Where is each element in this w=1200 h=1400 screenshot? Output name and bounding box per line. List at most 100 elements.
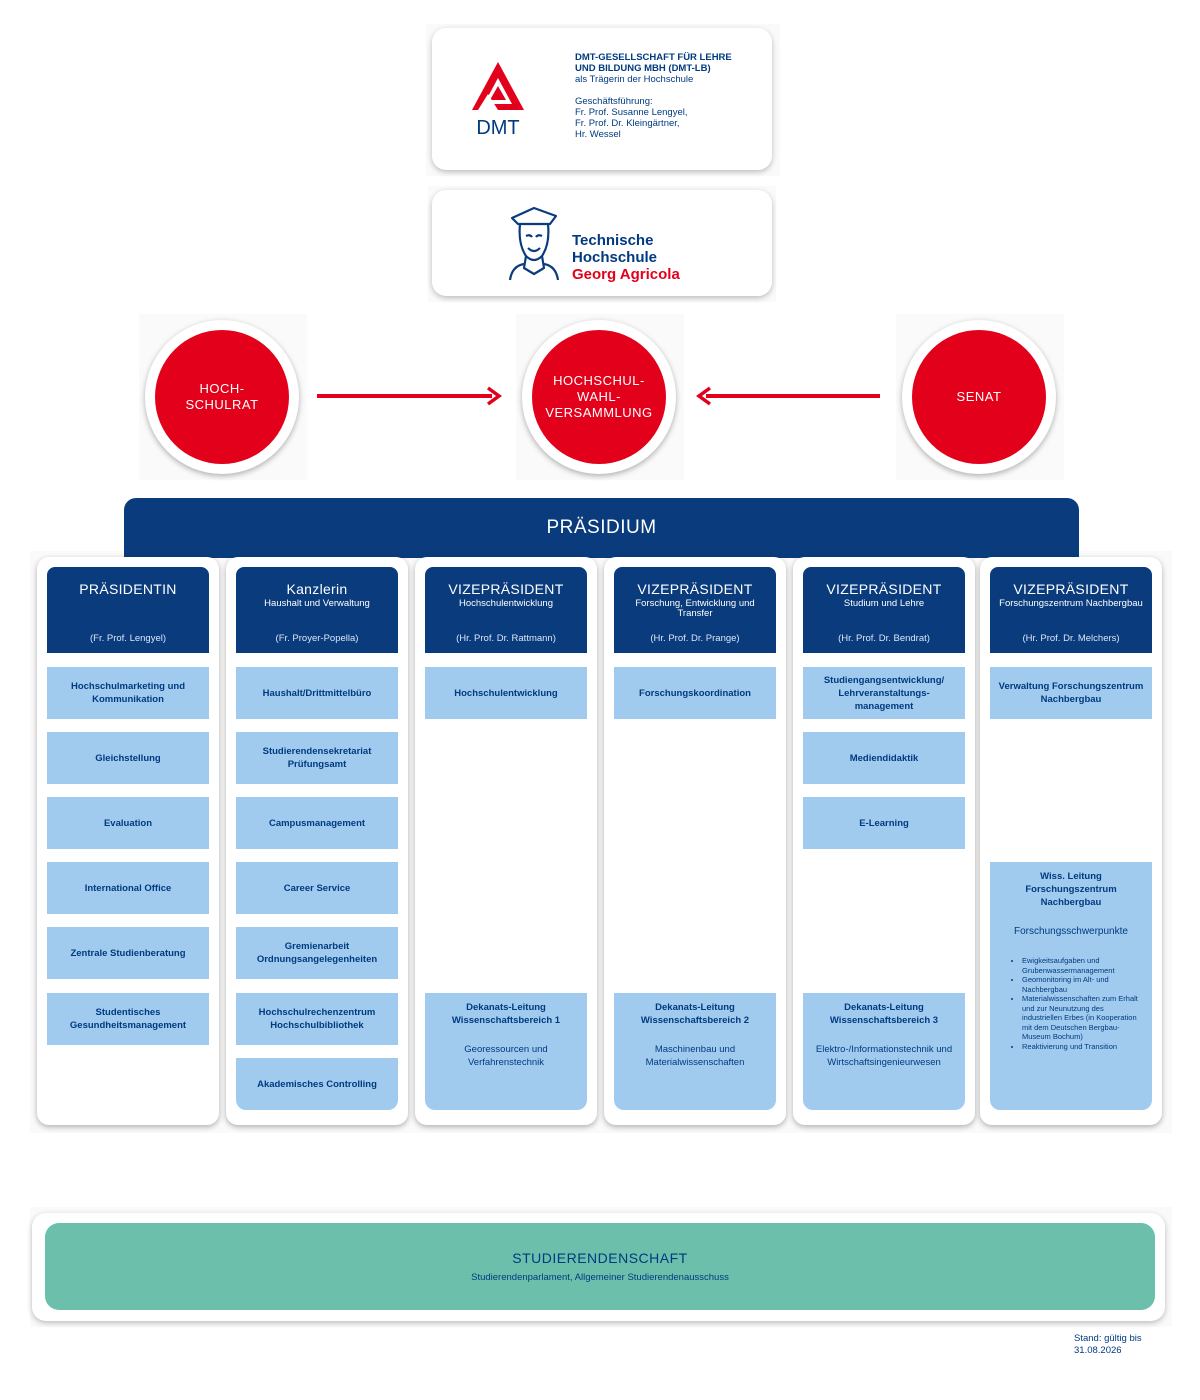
unit-box: International Office — [47, 862, 209, 914]
praesidium-header: PRÄSIDIUM — [124, 498, 1079, 558]
dmt-logo-icon: DMT — [472, 62, 524, 138]
thga-wordmark: Technische Hochschule Georg Agricola — [572, 232, 680, 283]
arrow-right-to-center — [706, 394, 880, 398]
research-focus-list: Ewigkeitsaufgaben und Grubenwassermanage… — [1012, 956, 1144, 1051]
list-item: Materialwissenschaften zum Erhalt und zu… — [1022, 994, 1144, 1042]
dmt-card: DMT DMT-GESELLSCHAFT FÜR LEHRE UND BILDU… — [432, 28, 772, 170]
unit-box: Akademisches Controlling — [236, 1058, 398, 1110]
studierendenschaft-card: STUDIERENDENSCHAFT Studierendenparlament… — [32, 1213, 1165, 1321]
column-title: VIZEPRÄSIDENT — [1013, 581, 1129, 597]
column-title: PRÄSIDENTIN — [79, 581, 177, 597]
thga-name2: Hochschule — [572, 249, 658, 266]
wiss-leitung-box: Wiss. Leitung Forschungszentrum Nachberg… — [990, 862, 1152, 1110]
column-subtitle: Forschung, Entwicklung und Transfer — [635, 598, 755, 619]
dmt-gf2: Fr. Prof. Dr. Kleingärtner, — [575, 118, 680, 129]
dmt-logo-text: DMT — [476, 117, 519, 138]
thga-card: Technische Hochschule Georg Agricola — [432, 190, 772, 296]
dmt-gf3: Hr. Wessel — [575, 129, 621, 140]
column-vp-hochschulentwicklung: VIZEPRÄSIDENT Hochschulentwicklung (Hr. … — [415, 557, 597, 1125]
column-subtitle: Haushalt und Verwaltung — [264, 598, 370, 609]
column-vp-studium-lehre: VIZEPRÄSIDENT Studium und Lehre (Hr. Pro… — [793, 557, 975, 1125]
column-title: VIZEPRÄSIDENT — [826, 581, 942, 597]
unit-box: Haushalt/Drittmittelbüro — [236, 667, 398, 719]
column-header: Kanzlerin Haushalt und Verwaltung (Fr. P… — [236, 567, 398, 653]
column-header: VIZEPRÄSIDENT Forschung, Entwicklung und… — [614, 567, 776, 653]
dekanat-box: Dekanats-Leitung Wissenschaftsbereich 2 … — [614, 993, 776, 1110]
unit-box: Hochschulentwicklung — [425, 667, 587, 719]
unit-box: Zentrale Studienberatung — [47, 927, 209, 979]
dmt-gf1: Fr. Prof. Susanne Lengyel, — [575, 107, 688, 118]
hochschulwahlversammlung-circle: HOCHSCHUL- WAHL- VERSAMMLUNG — [522, 320, 676, 474]
dekanat-box: Dekanats-Leitung Wissenschaftsbereich 3 … — [803, 993, 965, 1110]
list-item: Reaktivierung und Transition — [1022, 1042, 1144, 1052]
column-subtitle: Hochschulentwicklung — [459, 598, 553, 609]
thga-name3: Georg Agricola — [572, 266, 680, 283]
studierendenschaft-title: STUDIERENDENSCHAFT — [512, 1250, 688, 1266]
hochschulrat-circle: HOCH- SCHULRAT — [145, 320, 299, 474]
unit-box: Studiengangsentwicklung/ Lehrveranstaltu… — [803, 667, 965, 719]
wahl-label2: WAHL- — [577, 389, 621, 404]
dekanat-title: Dekanats-Leitung Wissenschaftsbereich 2 — [640, 1002, 750, 1026]
column-header: VIZEPRÄSIDENT Forschungszentrum Nachberg… — [990, 567, 1152, 653]
column-title: Kanzlerin — [286, 581, 348, 597]
dekanat-box: Dekanats-Leitung Wissenschaftsbereich 1 … — [425, 993, 587, 1110]
dekanat-title: Dekanats-Leitung Wissenschaftsbereich 3 — [829, 1002, 939, 1026]
column-title: VIZEPRÄSIDENT — [448, 581, 564, 597]
wiss-title: Wiss. Leitung Forschungszentrum Nachberg… — [1025, 871, 1117, 908]
column-person: (Hr. Prof. Dr. Melchers) — [1022, 633, 1120, 644]
unit-box: Studierendensekretariat Prüfungsamt — [236, 732, 398, 784]
hochschulrat-label1: HOCH- — [199, 381, 245, 396]
senat-label: SENAT — [956, 389, 1002, 404]
wahl-label3: VERSAMMLUNG — [545, 405, 653, 420]
column-vp-forschung: VIZEPRÄSIDENT Forschung, Entwicklung und… — [604, 557, 786, 1125]
dmt-gf-label: Geschäftsführung: — [575, 96, 653, 107]
column-kanzlerin: Kanzlerin Haushalt und Verwaltung (Fr. P… — [226, 557, 408, 1125]
validity-note: Stand: gültig bis 31.08.2026 — [1074, 1333, 1174, 1357]
unit-box: Gremienarbeit Ordnungsangelegenheiten — [236, 927, 398, 979]
arrow-right-head-icon — [486, 386, 502, 406]
column-person: (Fr. Proyer-Popella) — [275, 633, 359, 644]
unit-box: Evaluation — [47, 797, 209, 849]
senat-circle: SENAT — [902, 320, 1056, 474]
column-person: (Hr. Prof. Dr. Prange) — [650, 633, 740, 644]
dmt-description: DMT-GESELLSCHAFT FÜR LEHRE UND BILDUNG M… — [575, 52, 765, 140]
dmt-line3: als Trägerin der Hochschule — [575, 74, 694, 85]
dekanat-subtitle: Maschinenbau und Materialwissenschaften — [645, 1044, 745, 1068]
dmt-line1: DMT-GESELLSCHAFT FÜR LEHRE — [575, 52, 732, 63]
column-person: (Hr. Prof. Dr. Rattmann) — [456, 633, 556, 644]
column-subtitle: Forschungszentrum Nachbergbau — [999, 598, 1143, 609]
wiss-subtitle: Forschungsschwerpunkte — [1014, 926, 1128, 937]
list-item: Ewigkeitsaufgaben und Grubenwassermanage… — [1022, 956, 1144, 975]
list-item: Geomonitoring im Alt- und Nachbergbau — [1022, 975, 1144, 994]
column-subtitle: Studium und Lehre — [843, 598, 925, 609]
unit-box: Hochschulmarketing und Kommunikation — [47, 667, 209, 719]
stand-line2: 31.08.2026 — [1074, 1345, 1122, 1356]
unit-box: Campusmanagement — [236, 797, 398, 849]
thga-name1: Technische — [572, 232, 654, 249]
studierendenschaft-subtitle: Studierendenparlament, Allgemeiner Studi… — [471, 1272, 729, 1283]
unit-box: Gleichstellung — [47, 732, 209, 784]
unit-box: Hochschulrechenzentrum Hochschulbiblioth… — [236, 993, 398, 1045]
column-person: (Fr. Prof. Lengyel) — [89, 633, 167, 644]
column-header: VIZEPRÄSIDENT Hochschulentwicklung (Hr. … — [425, 567, 587, 653]
column-praesidentin: PRÄSIDENTIN (Fr. Prof. Lengyel) Hochschu… — [37, 557, 219, 1125]
arrow-left-to-center — [317, 394, 492, 398]
unit-box: E-Learning — [803, 797, 965, 849]
column-header: VIZEPRÄSIDENT Studium und Lehre (Hr. Pro… — [803, 567, 965, 653]
arrow-left-head-icon — [696, 386, 712, 406]
unit-box: Mediendidaktik — [803, 732, 965, 784]
wahl-label1: HOCHSCHUL- — [553, 373, 645, 388]
unit-box: Studentisches Gesundheitsmanagement — [47, 993, 209, 1045]
dmt-line2: UND BILDUNG MBH (DMT-LB) — [575, 63, 711, 74]
column-vp-nachbergbau: VIZEPRÄSIDENT Forschungszentrum Nachberg… — [980, 557, 1162, 1125]
stand-line1: Stand: gültig bis — [1074, 1333, 1142, 1344]
column-title: VIZEPRÄSIDENT — [637, 581, 753, 597]
unit-box: Verwaltung Forschungszentrum Nachbergbau — [990, 667, 1152, 719]
column-person: (Hr. Prof. Dr. Bendrat) — [838, 633, 930, 644]
column-header: PRÄSIDENTIN (Fr. Prof. Lengyel) — [47, 567, 209, 653]
agricola-portrait-icon — [508, 206, 560, 281]
unit-box: Career Service — [236, 862, 398, 914]
dekanat-title: Dekanats-Leitung Wissenschaftsbereich 1 — [451, 1002, 561, 1026]
hochschulrat-label2: SCHULRAT — [185, 397, 259, 412]
dekanat-subtitle: Elektro-/Informationstechnik und Wirtsch… — [815, 1044, 953, 1068]
